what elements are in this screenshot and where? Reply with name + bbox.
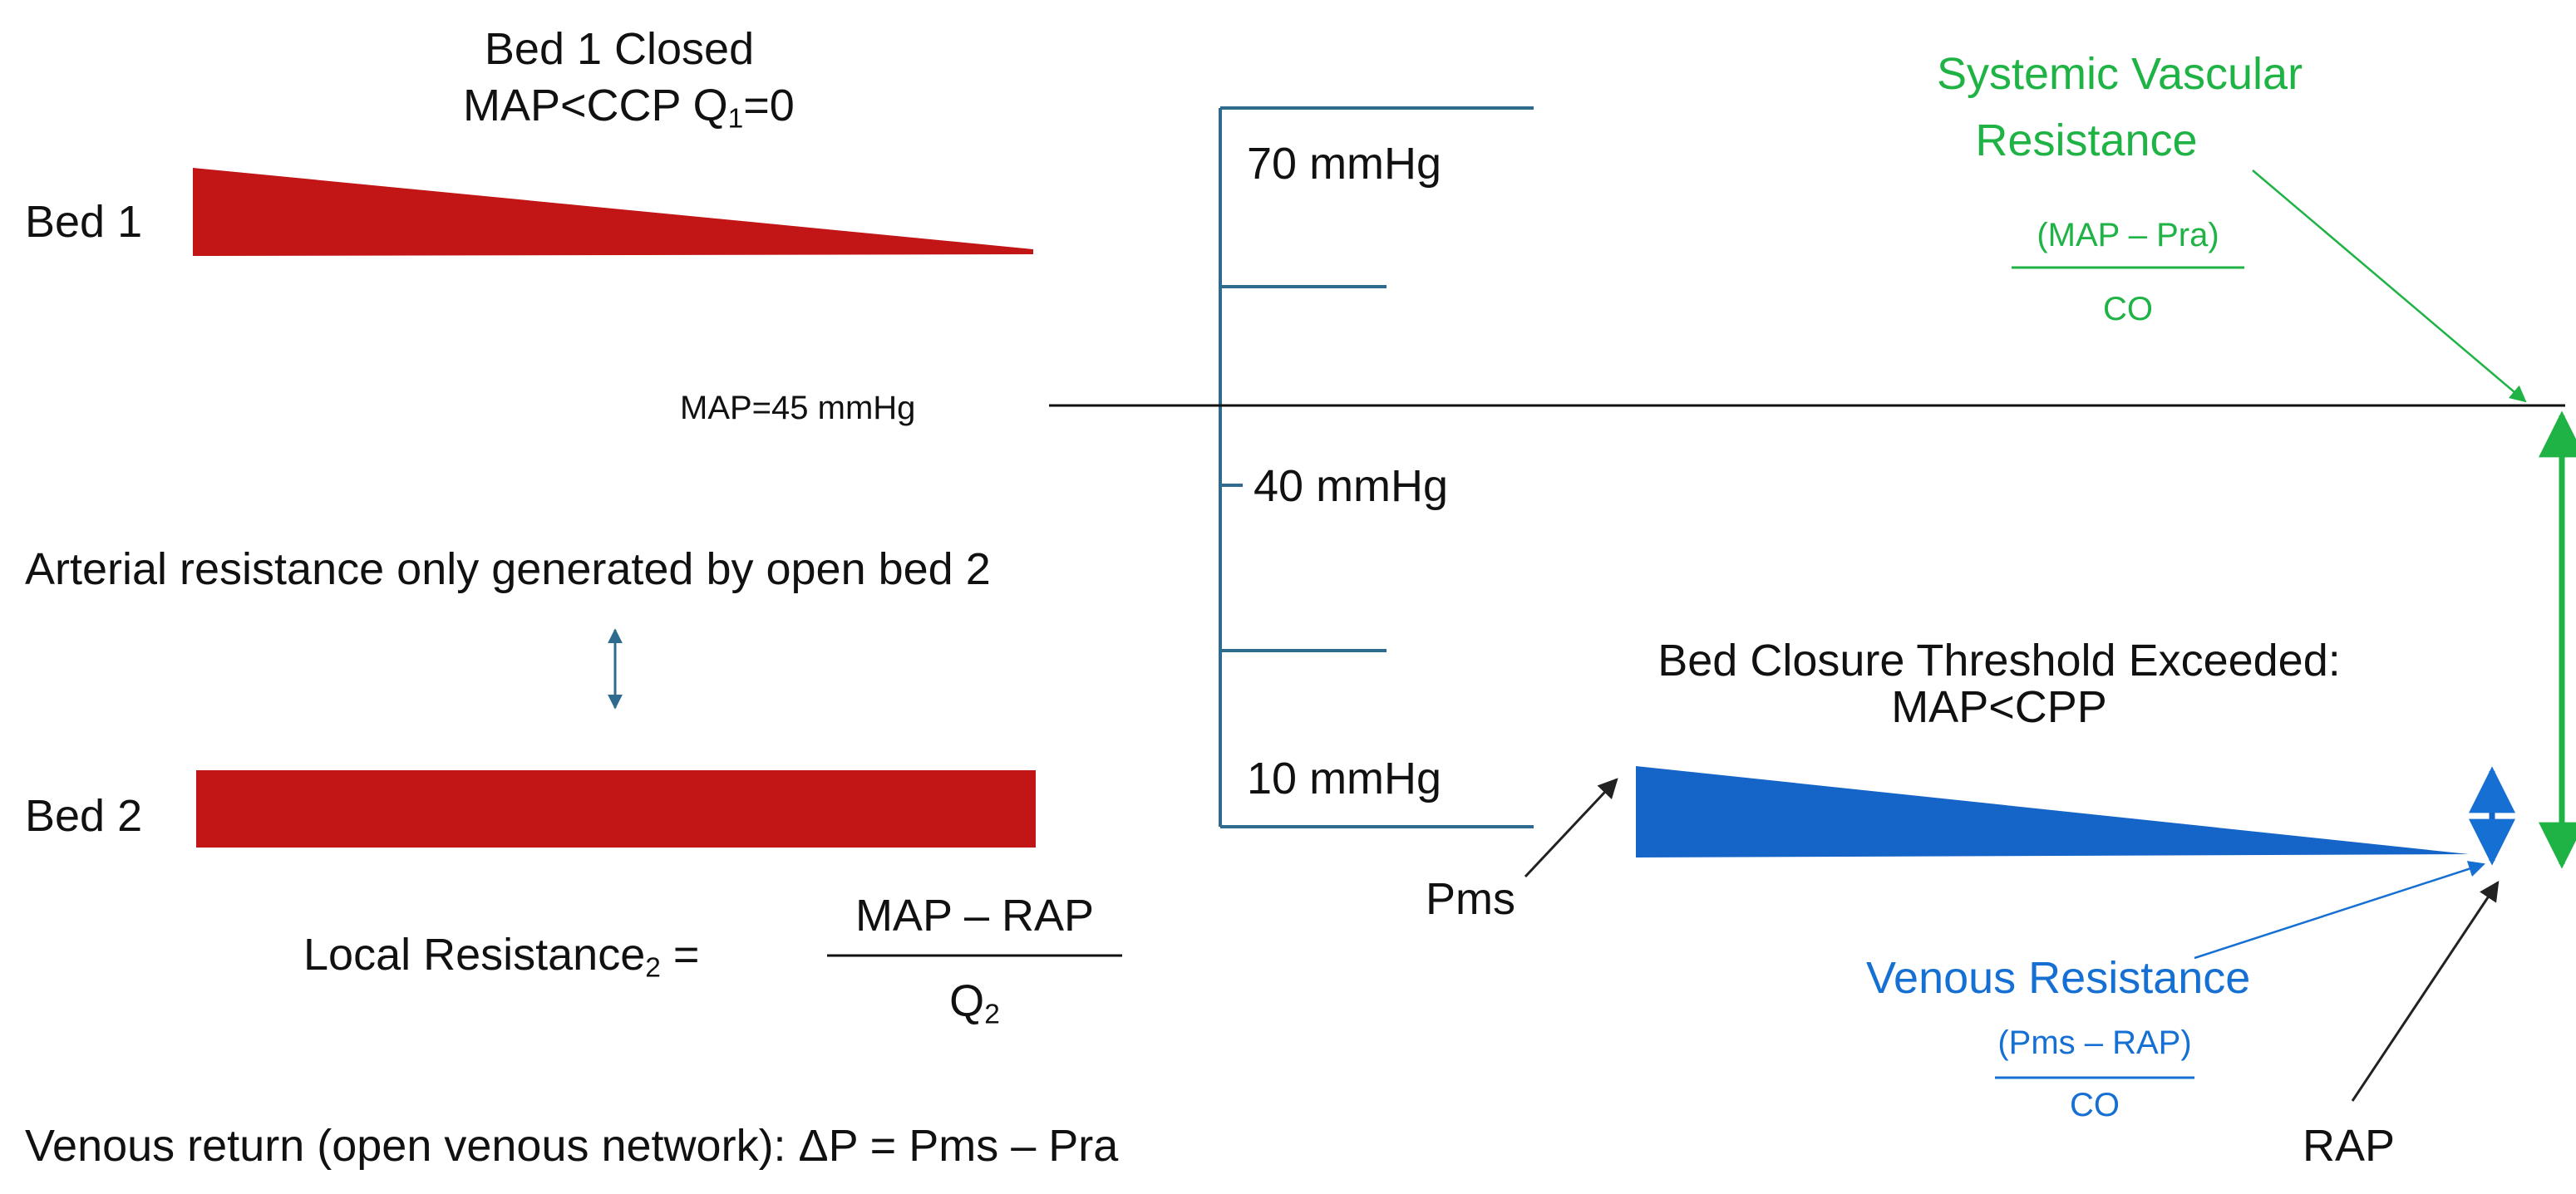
bed1-title-line1: Bed 1 Closed bbox=[484, 24, 755, 74]
threshold-line2: MAP<CPP bbox=[1891, 682, 2107, 732]
rap-pointer bbox=[2351, 881, 2500, 1102]
pms-label: Pms bbox=[1426, 874, 1515, 924]
arterial-note: Arterial resistance only generated by op… bbox=[25, 544, 991, 594]
bed1-title-line2: MAP<CCP Q1=0 bbox=[463, 81, 795, 135]
venous-resistance-denominator: CO bbox=[2070, 1087, 2120, 1123]
pressure-scale bbox=[1219, 106, 1534, 828]
venous-return-note: Venous return (open venous network): ΔP … bbox=[25, 1121, 1119, 1171]
svr-denominator: CO bbox=[2103, 291, 2153, 327]
bed2-label: Bed 2 bbox=[25, 791, 143, 841]
map-line-label: MAP=45 mmHg bbox=[680, 390, 916, 426]
venous-resistance-numerator: (Pms – RAP) bbox=[1997, 1024, 2192, 1061]
svr-pointer bbox=[2252, 170, 2527, 403]
threshold-line1: Bed Closure Threshold Exceeded: bbox=[1657, 636, 2341, 685]
bed1-wedge bbox=[193, 168, 1033, 256]
scale-tick-10: 10 mmHg bbox=[1247, 754, 1442, 803]
local-resistance-label: Local Resistance2 = bbox=[303, 930, 700, 984]
local-resistance-numerator: MAP – RAP bbox=[855, 891, 1095, 941]
bed1-label: Bed 1 bbox=[25, 197, 143, 247]
pms-pointer bbox=[1524, 778, 1618, 878]
venous-wedge bbox=[1636, 766, 2469, 857]
scale-tick-40: 40 mmHg bbox=[1254, 461, 1449, 511]
svr-numerator: (MAP – Pra) bbox=[2037, 217, 2219, 253]
venous-resistance-pointer bbox=[2194, 861, 2485, 960]
svr-title-line2: Resistance bbox=[1975, 115, 2198, 165]
local-resistance-denominator: Q2 bbox=[949, 976, 1000, 1030]
rap-label: RAP bbox=[2303, 1121, 2396, 1171]
svr-title-line1: Systemic Vascular bbox=[1936, 49, 2303, 99]
bed2-bar bbox=[196, 770, 1036, 848]
venous-resistance-title: Venous Resistance bbox=[1866, 953, 2251, 1003]
scale-tick-70: 70 mmHg bbox=[1247, 139, 1442, 189]
